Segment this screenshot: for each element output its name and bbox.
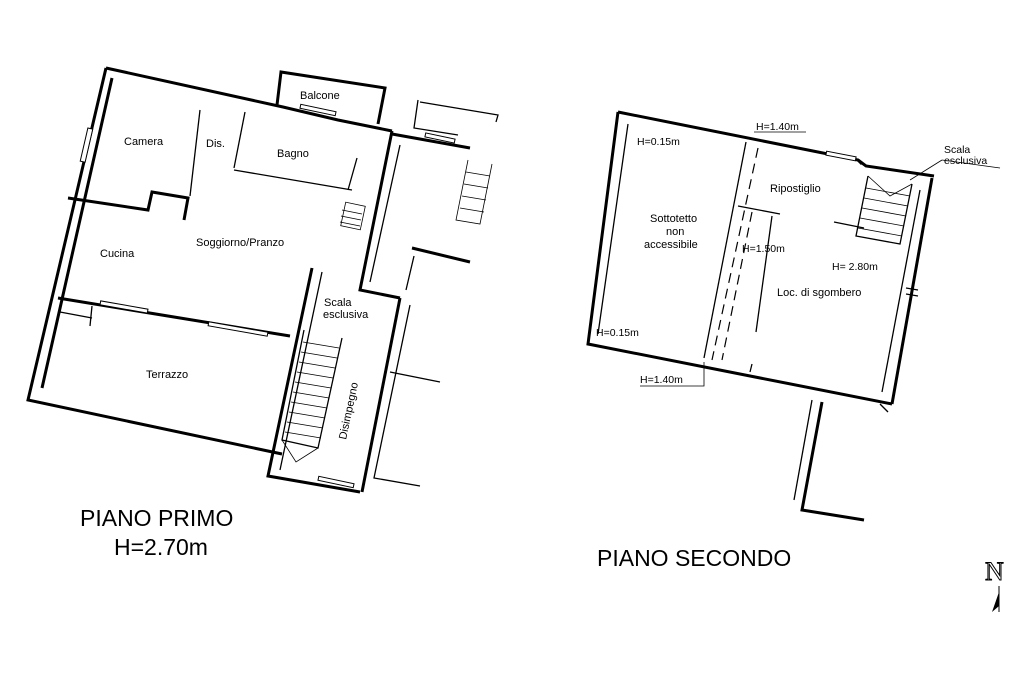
room-label-dis: Dis.	[206, 138, 225, 150]
room-label-loc-sgombero: Loc. di sgombero	[777, 287, 861, 299]
secondo-extension	[800, 401, 865, 522]
wall-terrazzo-inner	[59, 311, 93, 319]
label-h280: H= 2.80m	[832, 261, 878, 273]
stair-block-inner	[279, 271, 323, 471]
secondo-ripostiglio-bottom-2	[833, 221, 865, 229]
wall-camera-bottom	[67, 190, 190, 221]
window-disimpegno	[317, 475, 355, 489]
room-label-sottotetto-3: accessibile	[644, 239, 698, 251]
room-label-disimpegno: Disimpegno	[337, 381, 361, 440]
room-label-sottotetto-2: non	[666, 226, 684, 238]
room-label-ripostiglio: Ripostiglio	[770, 183, 821, 195]
window-camera	[79, 127, 94, 163]
secondo-attic-dashed-1	[711, 147, 759, 361]
room-label-esclusiva: esclusiva	[323, 309, 369, 321]
room-label-balcone: Balcone	[300, 90, 340, 102]
window-terrazzo-2	[207, 321, 269, 337]
window-bagno	[424, 132, 456, 144]
balcone-wall	[275, 70, 387, 125]
secondo-tick-right-1	[905, 287, 919, 291]
subtitle-piano-primo-height: H=2.70m	[114, 534, 208, 560]
small-stair	[339, 201, 366, 231]
primo-outer-wall-top	[105, 66, 393, 133]
room-label-scala-secondo: Scala	[944, 144, 970, 156]
secondo-stair-top	[857, 158, 935, 178]
primo-wall-right-low	[411, 246, 471, 264]
secondo-outer-wall-right	[890, 177, 934, 405]
label-h015-bottom: H=0.15m	[596, 327, 639, 339]
secondo-inner-wall-left	[597, 123, 629, 335]
secondo-tick-right-2	[905, 293, 919, 297]
label-h140-top: H=1.40m	[756, 121, 799, 133]
secondo-loc-divider	[755, 215, 773, 333]
primo-neighbour-wall	[413, 99, 459, 136]
title-piano-primo: PIANO PRIMO	[80, 505, 233, 531]
neighbour-stair	[455, 159, 493, 225]
wall-bagno-right	[347, 157, 358, 191]
wall-camera-right	[189, 109, 201, 197]
label-h015-top: H=0.15m	[637, 136, 680, 148]
wall-terrazzo-stub	[89, 305, 93, 327]
wall-bagno-bottom	[233, 169, 353, 191]
disimpegno-right-wall	[360, 297, 402, 493]
stair-block-wall	[266, 267, 361, 494]
title-piano-secondo: PIANO SECONDO	[597, 545, 791, 571]
room-label-cucina: Cucina	[100, 248, 135, 260]
secondo-stair	[855, 175, 913, 245]
primo-wall-right-upper	[358, 130, 401, 300]
secondo-tick-bottom-1	[879, 403, 889, 413]
primo-wall-right-mid	[391, 132, 471, 150]
leader-scala	[941, 159, 1001, 169]
primo-inner-wall-left	[40, 77, 114, 389]
piano-secondo-plan: H=0.15m H=0.15m H=1.40m H=1.40m H=1.50m …	[586, 110, 1001, 522]
primo-neighbour-wall-2	[419, 101, 499, 123]
wall-dis	[233, 111, 246, 169]
room-label-soggiorno: Soggiorno/Pranzo	[196, 237, 284, 249]
window-terrazzo-1	[99, 300, 149, 314]
primo-wall-right-low-b	[405, 255, 415, 291]
primo-corridor-right	[369, 144, 401, 283]
secondo-stub-bottom	[749, 363, 753, 373]
room-label-camera: Camera	[124, 136, 164, 148]
secondo-ripostiglio-bottom	[737, 205, 781, 215]
piano-primo-plan: Balcone Camera Dis. Bagno Cucina Soggior…	[26, 66, 499, 494]
north-letter: N	[985, 557, 1004, 586]
secondo-extension-inner	[793, 399, 813, 501]
secondo-outer-wall-left	[586, 111, 893, 406]
leader-scala-2	[909, 159, 943, 181]
north-arrow-icon: N	[985, 557, 1005, 612]
label-h140-bottom: H=1.40m	[640, 374, 683, 386]
label-h150: H=1.50m	[742, 243, 785, 255]
window-ripostiglio	[825, 150, 857, 162]
room-label-scala: Scala	[324, 297, 352, 309]
disimpegno-right-inner	[373, 304, 421, 487]
room-label-bagno: Bagno	[277, 148, 309, 160]
room-label-sottotetto-1: Sottotetto	[650, 213, 697, 225]
room-label-esclusiva-secondo: esclusiva	[944, 155, 987, 167]
room-label-terrazzo: Terrazzo	[146, 369, 188, 381]
window-balcone	[299, 103, 337, 117]
secondo-attic-dashed-2	[721, 211, 753, 361]
main-stair	[281, 329, 343, 463]
leader-h140-bottom	[640, 362, 705, 387]
secondo-inner-wall-right	[881, 189, 921, 393]
disimpegno-stub	[389, 371, 441, 383]
secondo-attic-divider	[703, 141, 747, 359]
primo-outer-wall-left	[26, 67, 283, 456]
